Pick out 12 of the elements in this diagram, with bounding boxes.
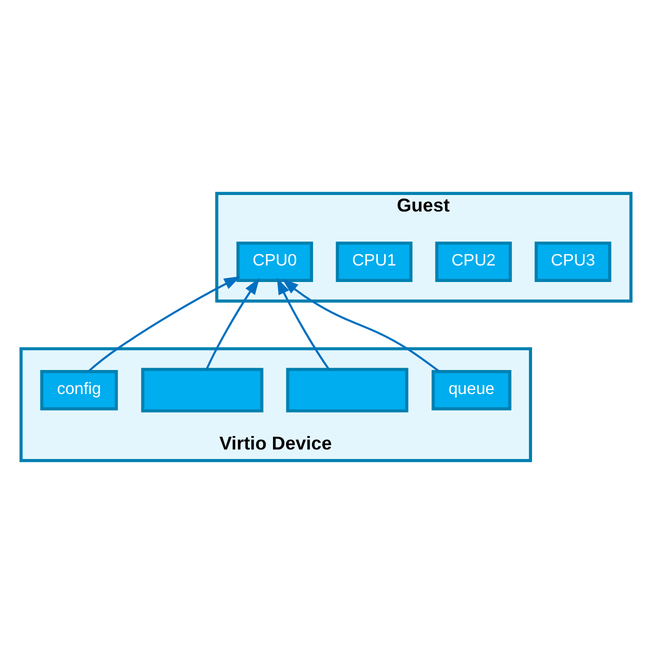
node-box — [141, 368, 264, 412]
arrow — [276, 278, 330, 370]
node-box: CPU1 — [336, 242, 412, 282]
node-box: CPU2 — [435, 242, 512, 282]
node-box: CPU3 — [534, 242, 612, 282]
node-box: CPU0 — [236, 242, 314, 282]
arrow — [282, 278, 440, 372]
arrow — [206, 278, 260, 370]
node-box — [286, 368, 408, 412]
node-box: config — [40, 370, 118, 410]
node-box: queue — [432, 370, 512, 410]
arrow — [88, 276, 241, 372]
